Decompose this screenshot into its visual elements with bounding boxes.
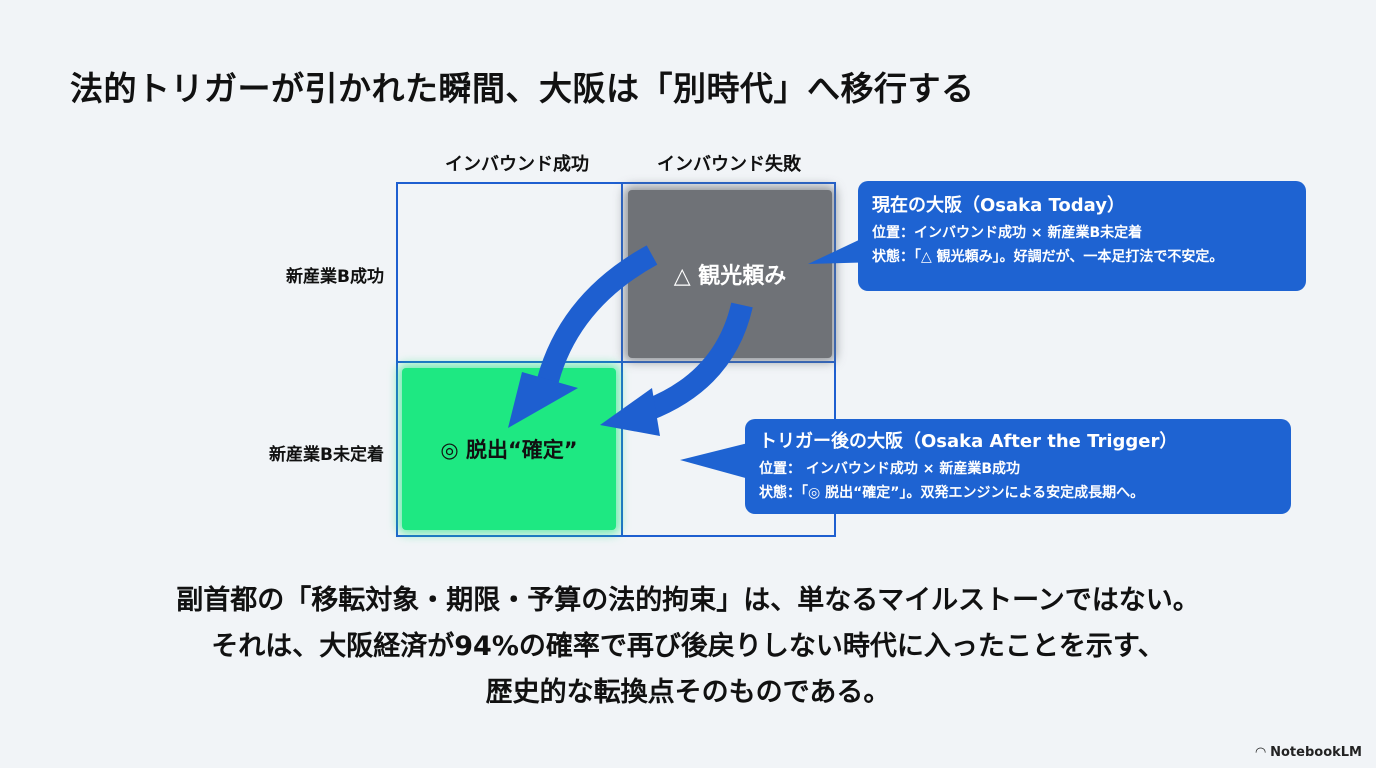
arrow-icon	[508, 245, 658, 428]
target-state-cell: ◎ 脱出“確定”	[402, 368, 616, 530]
arrow-icon	[600, 302, 753, 436]
callout-osaka-today: 現在の大阪（Osaka Today） 位置：インバウンド成功 × 新産業B未定着…	[858, 181, 1306, 291]
callout-line: 位置：インバウンド成功 × 新産業B未定着	[872, 225, 1143, 241]
conclusion-line: 歴史的な転換点そのものである。	[485, 677, 891, 708]
slide-title: 法的トリガーが引かれた瞬間、大阪は「別時代」へ移行する	[70, 69, 975, 108]
grid-divider	[621, 182, 623, 537]
callout-tail	[680, 440, 760, 482]
conclusion-line: 副首都の「移転対象・期限・予算の法的拘束」は、単なるマイルストーンではない。	[176, 585, 1200, 616]
brand-label: NotebookLM	[1270, 745, 1362, 760]
col-header-inbound-success: インバウンド成功	[445, 154, 589, 175]
row-header-industry-success: 新産業B成功	[286, 267, 384, 287]
conclusion-line: それは、大阪経済が94%の確率で再び後戻りしない時代に入ったことを示す、	[211, 631, 1165, 662]
callout-line: 状態：「◎ 脱出“確定”」。双発エンジンによる安定成長期へ。	[759, 485, 1145, 501]
callout-heading: トリガー後の大阪（Osaka After the Trigger）	[759, 431, 1178, 452]
callout-line: 状態：「△ 観光頼み」。好調だが、一本足打法で不安定。	[872, 249, 1224, 265]
callout-osaka-after-trigger: トリガー後の大阪（Osaka After the Trigger） 位置： イン…	[745, 419, 1291, 514]
notebooklm-icon: ◠	[1255, 745, 1271, 760]
grid-divider	[396, 361, 836, 363]
row-header-industry-unsettled: 新産業B未定着	[269, 445, 384, 465]
brand-logo: ◠ NotebookLM	[1256, 745, 1362, 760]
conclusion-text: 副首都の「移転対象・期限・予算の法的拘束」は、単なるマイルストーンではない。 そ…	[0, 578, 1376, 716]
matrix-grid	[396, 182, 836, 537]
col-header-inbound-failure: インバウンド失敗	[657, 154, 801, 175]
callout-heading: 現在の大阪（Osaka Today）	[872, 195, 1126, 216]
callout-line: 位置： インバウンド成功 × 新産業B成功	[759, 461, 1021, 477]
